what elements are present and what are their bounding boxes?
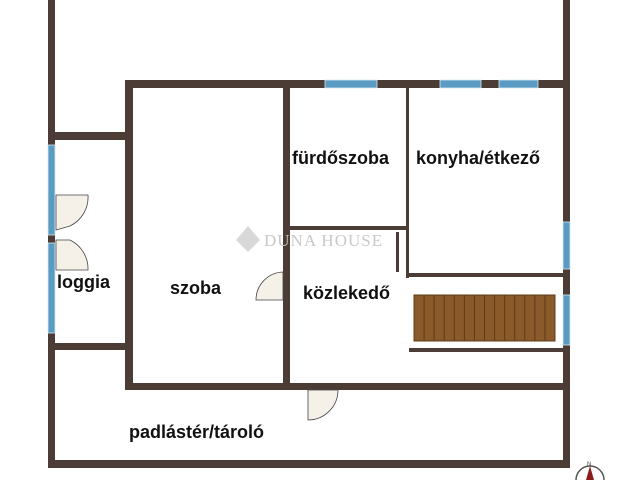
window-loggia-2 (47, 242, 56, 334)
label-attic: padlástér/tároló (129, 422, 264, 442)
wall-stairs-bottom (409, 348, 563, 352)
doors (55, 194, 339, 421)
watermark-icon (236, 226, 260, 252)
stairs (413, 294, 556, 342)
window-top-bath (324, 79, 378, 89)
door-room (255, 271, 284, 301)
compass-needle-icon (586, 466, 594, 480)
watermark-text: DUNA HOUSE (264, 231, 383, 250)
wall-rooms-bottom (125, 383, 570, 390)
window-top-kitchen-2 (498, 79, 539, 89)
windows (47, 79, 571, 346)
compass: N (575, 462, 605, 480)
window-right-stairs (562, 294, 571, 346)
window-loggia-1 (47, 144, 56, 236)
window-right-kitchen (562, 221, 571, 270)
wall-loggia-top (48, 132, 130, 140)
door-frame-bath (396, 232, 399, 272)
label-kitchen: konyha/étkező (416, 148, 540, 168)
label-hallway: közlekedő (303, 283, 390, 303)
wall-bath-bottom (290, 226, 406, 230)
wall-room-left (125, 80, 133, 390)
door-loggia (55, 194, 89, 271)
compass-north-label: N (587, 462, 591, 468)
label-bathroom: fürdőszoba (292, 148, 390, 168)
window-top-kitchen-1 (439, 79, 482, 89)
wall-room-right (283, 88, 290, 390)
wall-loggia-bottom (48, 343, 130, 350)
door-attic (307, 389, 339, 421)
wall-bath-kitchen (406, 88, 409, 278)
watermark-logo: DUNA HOUSE (236, 226, 383, 252)
wall-bottom-outer (48, 460, 570, 468)
label-room: szoba (170, 278, 222, 298)
wall-kitchen-bottom (409, 273, 563, 277)
label-loggia: loggia (57, 272, 111, 292)
